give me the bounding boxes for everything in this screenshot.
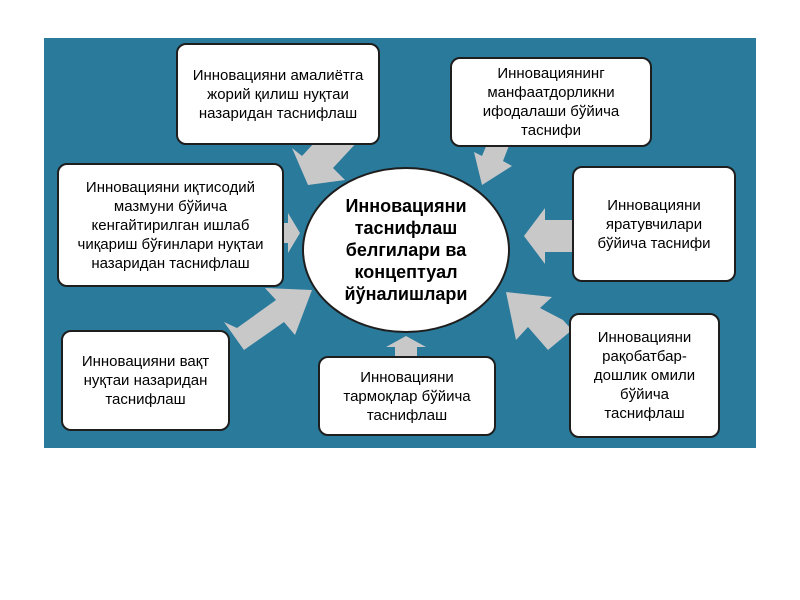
node-interests-label: Инновациянинг манфаатдорликни ифодалаши … [482,65,620,139]
node-implementation: Инновацияни амалиётга жорий қилиш нуқтаи… [176,43,380,145]
center-node: Инновацияни таснифлаш белгилари ва конце… [302,167,510,333]
node-competitiveness: Инновацияни рақобатбар-дошлик омили бўйи… [569,313,720,438]
arrow-time [224,288,312,350]
node-interests: Инновациянинг манфаатдорликни ифодалаши … [450,57,652,147]
arrow-economic-content [282,213,300,253]
node-economic-content: Инновацияни иқтисодий мазмуни бўйича кен… [57,163,284,287]
node-industries: Инновацияни тармоқлар бўйича таснифлаш [318,356,496,436]
arrow-industries [386,336,426,356]
center-node-label: Инновацияни таснифлаш белгилари ва конце… [344,196,468,304]
node-time: Инновацияни вақт нуқтаи назаридан тасниф… [61,330,230,431]
node-implementation-label: Инновацияни амалиётга жорий қилиш нуқтаи… [192,66,364,122]
arrow-competitiveness [506,292,572,350]
node-creators: Инновацияни яратувчилари бўйича таснифи [572,166,736,282]
node-economic-content-label: Инновацияни иқтисодий мазмуни бўйича кен… [77,178,264,272]
node-competitiveness-label: Инновацияни рақобатбар-дошлик омили бўйи… [593,329,696,422]
node-creators-label: Инновацияни яратувчилари бўйича таснифи [597,196,711,252]
arrow-creators [524,208,574,264]
node-time-label: Инновацияни вақт нуқтаи назаридан тасниф… [81,353,210,408]
node-industries-label: Инновацияни тармоқлар бўйича таснифлаш [343,368,471,424]
